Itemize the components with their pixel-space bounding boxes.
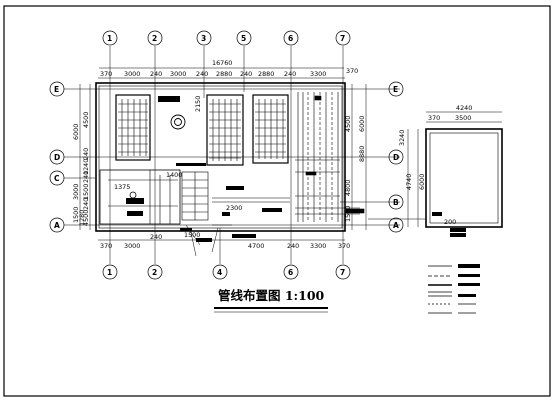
overall-dim-text: 16760 xyxy=(212,59,232,67)
axis-label: 1 xyxy=(107,34,112,43)
dim-text: 370 xyxy=(428,114,440,122)
bottom-dim-texts: 370 3000 240 1500 4700 240 3300 370 xyxy=(100,231,350,250)
dim-text: 3000 xyxy=(124,70,140,78)
dim-text: 2880 xyxy=(216,70,232,78)
blower-equipment: 2150 xyxy=(158,96,206,166)
dim-text: 370 xyxy=(338,242,350,250)
dim-text: 6000 xyxy=(358,116,366,132)
dim-text: 4500 xyxy=(82,112,90,128)
axis-label: A xyxy=(393,221,399,230)
dim-text: 240 xyxy=(287,242,299,250)
axis-label: 3 xyxy=(201,34,206,43)
dim-text: 200 xyxy=(444,218,456,226)
right-dim-texts: 4500 6000 4800 8880 3240 1500 4740 6000 xyxy=(344,116,426,222)
dim-text: 1500 xyxy=(82,184,90,200)
tank-3 xyxy=(252,94,289,164)
dim-text: 3300 xyxy=(310,242,326,250)
axis-label: 4 xyxy=(217,268,222,277)
dim-text: 240 xyxy=(284,70,296,78)
dim-text: 6000 xyxy=(72,124,80,140)
dim-text: 3240 xyxy=(398,130,406,146)
dim-text: 3000 xyxy=(72,184,80,200)
axis-label: E xyxy=(54,85,59,94)
annex-building: 4240 370 3500 200 xyxy=(368,104,503,237)
overall-dimension: 16760 xyxy=(99,59,344,69)
building-walls xyxy=(95,82,346,232)
pipe-bundle xyxy=(295,92,365,222)
dim-text: 2150 xyxy=(194,96,202,112)
stair-block xyxy=(181,171,209,221)
dim-text: 240 xyxy=(150,233,162,241)
dim-text: 1375 xyxy=(114,183,130,191)
dim-text: 4800 xyxy=(344,180,352,196)
title-text: 管线布置图 1:100 xyxy=(218,288,325,303)
dim-text: 370 xyxy=(100,242,112,250)
dim-text: 240 xyxy=(82,148,90,160)
dim-text: 240 xyxy=(240,70,252,78)
axis-bubbles-bottom: 1 2 4 6 7 xyxy=(102,264,351,280)
dim-text: 370 xyxy=(100,70,112,78)
axis-label: A xyxy=(54,221,60,230)
dim-text: 1280 xyxy=(78,210,86,226)
axis-label: 2 xyxy=(152,34,157,43)
axis-label: 5 xyxy=(241,34,246,43)
dim-text: 240 xyxy=(196,70,208,78)
sheet-border xyxy=(3,5,551,397)
axis-label: 2 xyxy=(152,268,157,277)
axis-label: E xyxy=(393,85,398,94)
axis-label: 7 xyxy=(340,34,345,43)
left-dim-texts: 6000 4500 240 1240 3000 240 1500 240 150… xyxy=(72,112,130,226)
axis-bubbles-right: E D B A xyxy=(388,81,404,233)
dim-text: 2300 xyxy=(226,204,242,212)
axis-label: 7 xyxy=(340,268,345,277)
dim-text: 8880 xyxy=(358,146,366,162)
dim-text: 3000 xyxy=(170,70,186,78)
axis-label: D xyxy=(393,153,399,162)
dim-text: 3300 xyxy=(310,70,326,78)
axis-label: 1 xyxy=(107,268,112,277)
axis-label: B xyxy=(393,198,399,207)
drawing-title: 管线布置图 1:100 xyxy=(214,288,328,313)
dim-text: 240 xyxy=(82,198,90,210)
dim-text: 1500 xyxy=(184,231,200,239)
tank-1 xyxy=(115,94,151,161)
pipe-details-bottom: 2300 xyxy=(180,186,290,257)
dim-text: 240 xyxy=(150,70,162,78)
dim-text: 3500 xyxy=(455,114,471,122)
dim-text: 1400 xyxy=(166,171,182,179)
dim-text: 1500 xyxy=(72,207,80,223)
dim-text: 4700 xyxy=(248,242,264,250)
dim-text: 4500 xyxy=(344,116,352,132)
dim-text: 4740 xyxy=(405,174,413,190)
dim-text: 2880 xyxy=(258,70,274,78)
dim-text: 4240 xyxy=(456,104,472,112)
dim-text: 370 xyxy=(346,67,358,75)
pump-room: 1400 xyxy=(99,169,182,225)
dim-text: 1240 xyxy=(82,159,90,175)
legend xyxy=(428,264,480,314)
axis-label: D xyxy=(54,153,60,162)
axis-label: 6 xyxy=(288,268,293,277)
axis-label: 6 xyxy=(288,34,293,43)
axis-label: C xyxy=(54,174,60,183)
dim-text: 240 xyxy=(82,171,90,183)
dim-text: 6000 xyxy=(418,174,426,190)
dim-text: 3000 xyxy=(124,242,140,250)
axis-bubbles-left: E D C A xyxy=(49,81,65,233)
axis-bubbles-top: 1 2 3 5 6 7 xyxy=(102,30,351,46)
dim-text: 4500 xyxy=(82,210,90,226)
top-dim-texts: 370 3000 240 3000 240 2880 240 2880 240 … xyxy=(100,67,358,78)
tank-2 xyxy=(206,94,244,166)
